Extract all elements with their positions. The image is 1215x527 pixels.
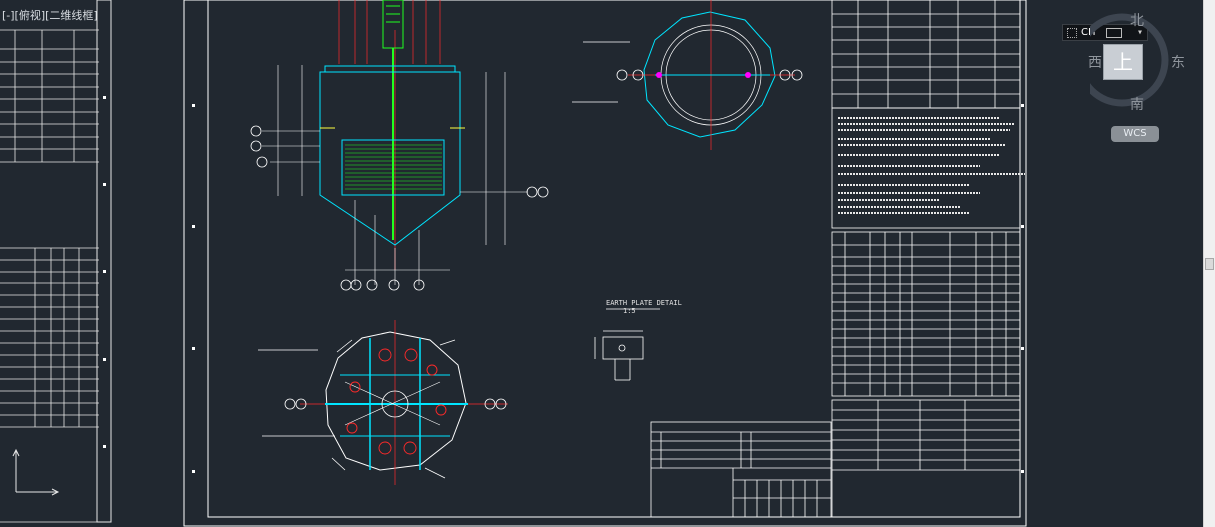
wcs-menu-button[interactable]: WCS <box>1111 126 1159 142</box>
viewcube-top-face[interactable]: 上 <box>1103 44 1143 80</box>
ime-options-icon[interactable]: ▾ <box>1136 27 1143 38</box>
title-block <box>650 0 1021 518</box>
earth-plate-scale: 1:5 <box>623 307 636 315</box>
earth-plate-detail <box>594 308 660 381</box>
vessel-bottom-view <box>258 320 508 485</box>
viewcube-west[interactable]: 西 <box>1088 55 1102 71</box>
left-table-markers <box>103 96 106 448</box>
vertical-scrollbar[interactable] <box>1203 0 1215 527</box>
viewport-controls-label[interactable]: [-][俯视][二维线框] <box>2 9 98 22</box>
viewcube-east[interactable]: 东 <box>1171 55 1185 71</box>
keyboard-icon[interactable] <box>1105 27 1122 38</box>
ucs-icon <box>12 448 60 496</box>
ime-grip-icon[interactable] <box>1067 27 1077 38</box>
scrollbar-thumb[interactable] <box>1205 258 1214 270</box>
viewcube-north[interactable]: 北 <box>1130 13 1144 29</box>
frame-ticks <box>192 104 1024 473</box>
left-parts-table <box>0 0 112 523</box>
notes-text-lines <box>838 117 1025 214</box>
viewcube-compass-ring[interactable] <box>1090 12 1200 122</box>
ime-language-label[interactable]: CH <box>1081 27 1096 38</box>
ime-toolbar[interactable]: CH ▾ <box>1062 24 1148 41</box>
earth-plate-title: EARTH PLATE DETAIL <box>606 299 682 307</box>
vessel-top-section <box>572 0 803 150</box>
vessel-elevation <box>250 0 549 291</box>
viewcube-south[interactable]: 南 <box>1130 97 1144 113</box>
